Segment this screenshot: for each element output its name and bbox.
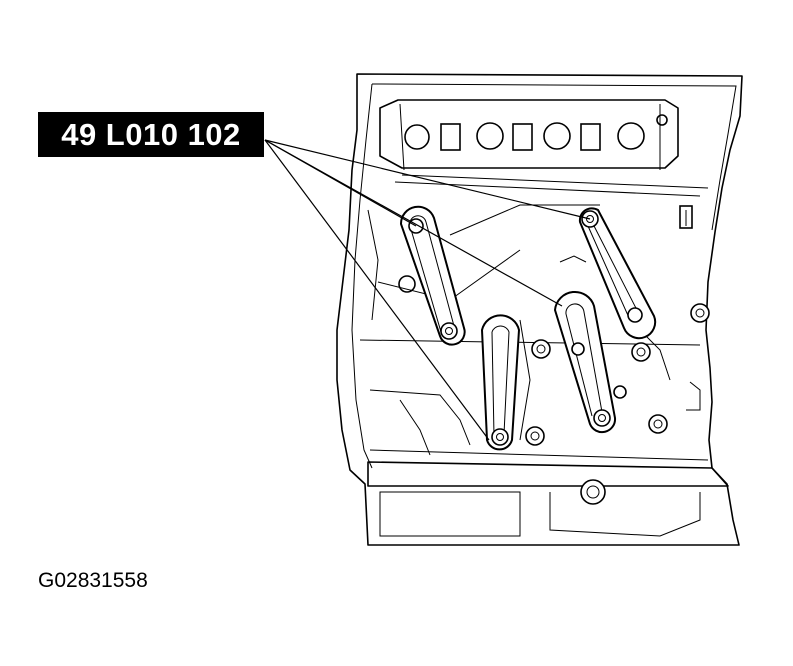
special-tool-strap-4 bbox=[553, 290, 627, 434]
figure-id: G02831558 bbox=[38, 569, 148, 592]
leader-lines bbox=[264, 139, 591, 441]
special-tool-strap-2 bbox=[578, 207, 657, 340]
special-tool-strap-1 bbox=[399, 205, 466, 346]
tool-number-label: 49 L010 102 bbox=[38, 112, 264, 157]
engine-block-outline bbox=[336, 73, 743, 546]
block-side-features bbox=[359, 204, 710, 461]
lower-pan-section bbox=[367, 461, 729, 537]
special-tool-strap-3 bbox=[480, 314, 521, 451]
upper-port-area bbox=[379, 99, 709, 197]
